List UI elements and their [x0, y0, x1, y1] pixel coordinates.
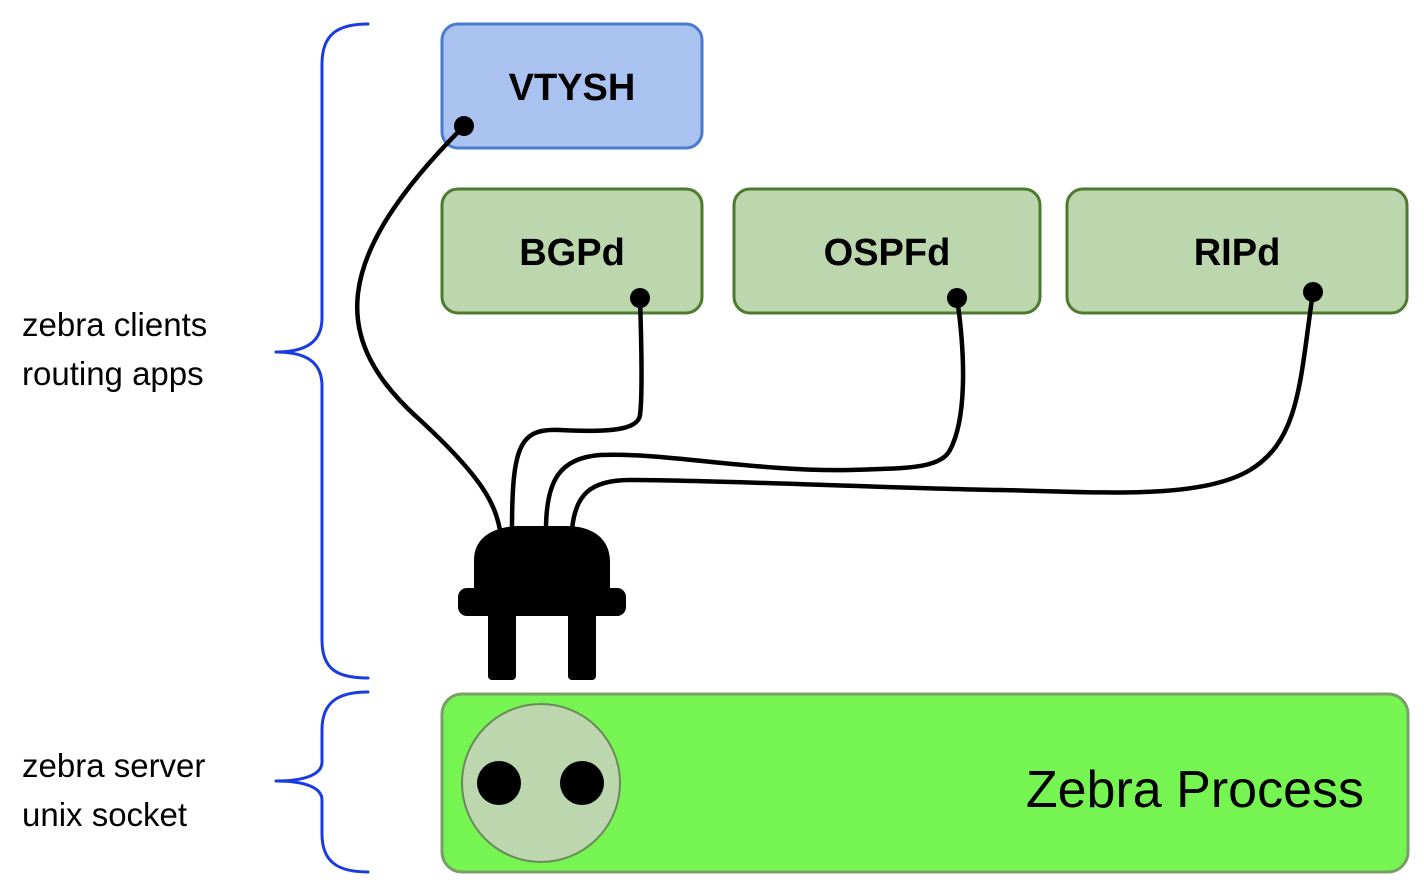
ospfd-cable: [543, 295, 966, 533]
ripd-node: RIPd: [1065, 187, 1409, 315]
ripd-box: [1065, 187, 1409, 315]
ospfd-box: [732, 187, 1042, 315]
server-group-label: zebra server unix socket: [22, 747, 205, 833]
ripd-cable: [569, 289, 1316, 533]
socket-icon: [461, 703, 621, 863]
ospfd-connector-dot: [947, 288, 967, 308]
zebra-process-node: Zebra Process: [440, 692, 1410, 874]
server-label-line1: zebra server: [22, 747, 205, 784]
clients-brace: [274, 22, 370, 680]
clients-label-line1: zebra clients: [22, 306, 207, 343]
vtysh-node: VTYSH: [440, 22, 704, 150]
clients-group-label: zebra clients routing apps: [22, 306, 207, 392]
vtysh-label: VTYSH: [509, 67, 636, 109]
zebra-process-label: Zebra Process: [1026, 761, 1364, 819]
bgpd-cable: [509, 295, 644, 533]
ripd-label: RIPd: [1194, 232, 1281, 274]
ospfd-label: OSPFd: [824, 232, 951, 274]
zebra-process-box: [440, 692, 1410, 874]
ripd-connector-dot: [1303, 282, 1323, 302]
bgpd-box: [440, 187, 704, 315]
bgpd-node: BGPd: [440, 187, 704, 315]
vtysh-cable: [354, 123, 503, 533]
bgpd-label: BGPd: [519, 232, 625, 274]
vtysh-connector-dot: [454, 116, 474, 136]
server-label-line2: unix socket: [22, 796, 187, 833]
server-brace: [274, 690, 370, 874]
ospfd-node: OSPFd: [732, 187, 1042, 315]
vtysh-box: [440, 22, 704, 150]
bgpd-connector-dot: [630, 288, 650, 308]
clients-label-line2: routing apps: [22, 355, 204, 392]
plug-icon: [458, 526, 626, 680]
